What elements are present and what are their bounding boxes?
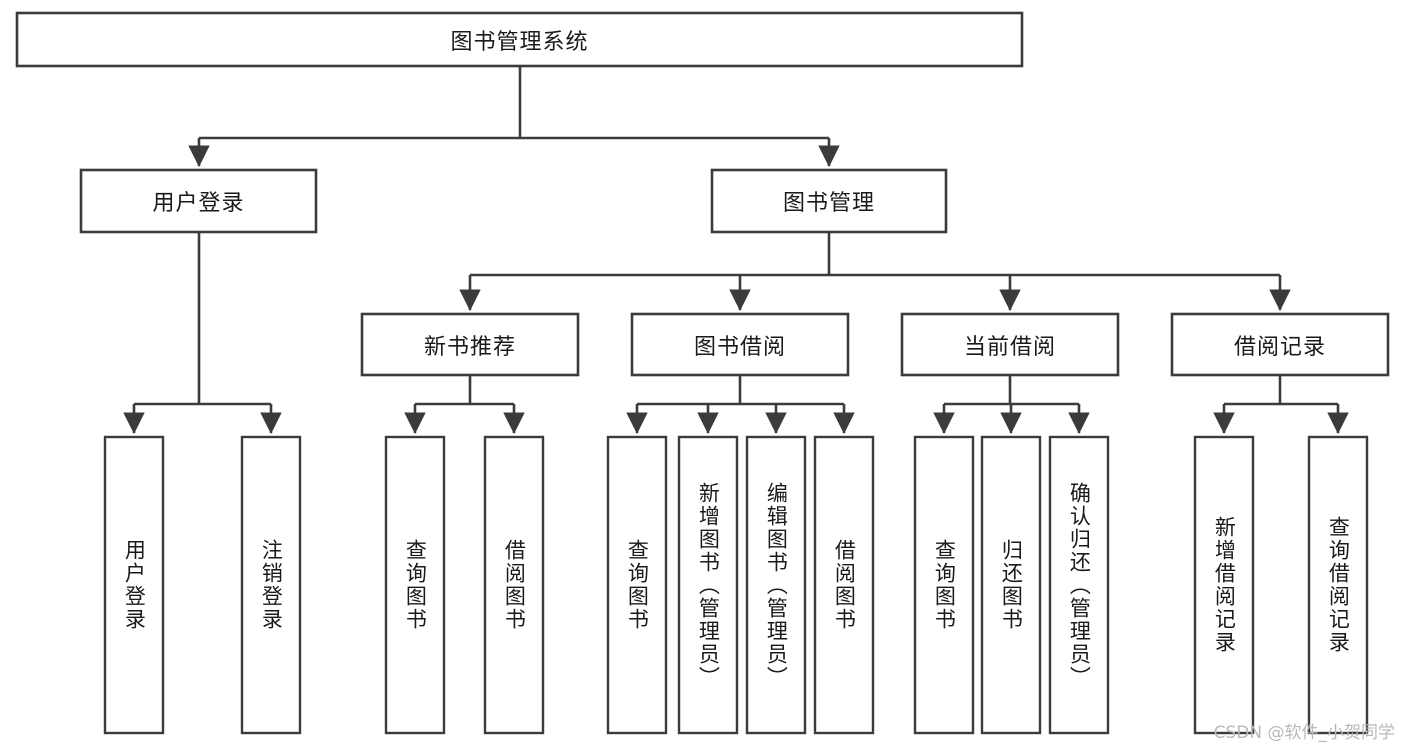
node-user-login[interactable] [79, 168, 318, 234]
node-leaf-add-book[interactable] [677, 435, 739, 735]
node-borrow-record[interactable] [1170, 312, 1390, 377]
node-new-book-rec[interactable] [360, 312, 580, 377]
node-current-borrow[interactable] [900, 312, 1120, 377]
nodes [15, 11, 1390, 735]
node-leaf-query-book-2[interactable] [606, 435, 668, 735]
node-leaf-edit-book[interactable] [745, 435, 807, 735]
edges [123, 66, 1349, 434]
node-leaf-borrow-book-1[interactable] [483, 435, 545, 735]
node-book-manage[interactable] [710, 168, 948, 234]
node-leaf-query-book-3[interactable] [913, 435, 975, 735]
node-root[interactable] [15, 11, 1024, 68]
node-leaf-add-record[interactable] [1193, 435, 1255, 735]
node-leaf-borrow-book-2[interactable] [813, 435, 875, 735]
node-leaf-query-record[interactable] [1307, 435, 1369, 735]
node-leaf-user-login[interactable] [103, 435, 165, 735]
node-leaf-query-book-1[interactable] [384, 435, 446, 735]
node-leaf-return-book[interactable] [980, 435, 1042, 735]
node-leaf-confirm-return[interactable] [1048, 435, 1110, 735]
node-leaf-logout[interactable] [240, 435, 302, 735]
node-book-borrow[interactable] [630, 312, 850, 377]
